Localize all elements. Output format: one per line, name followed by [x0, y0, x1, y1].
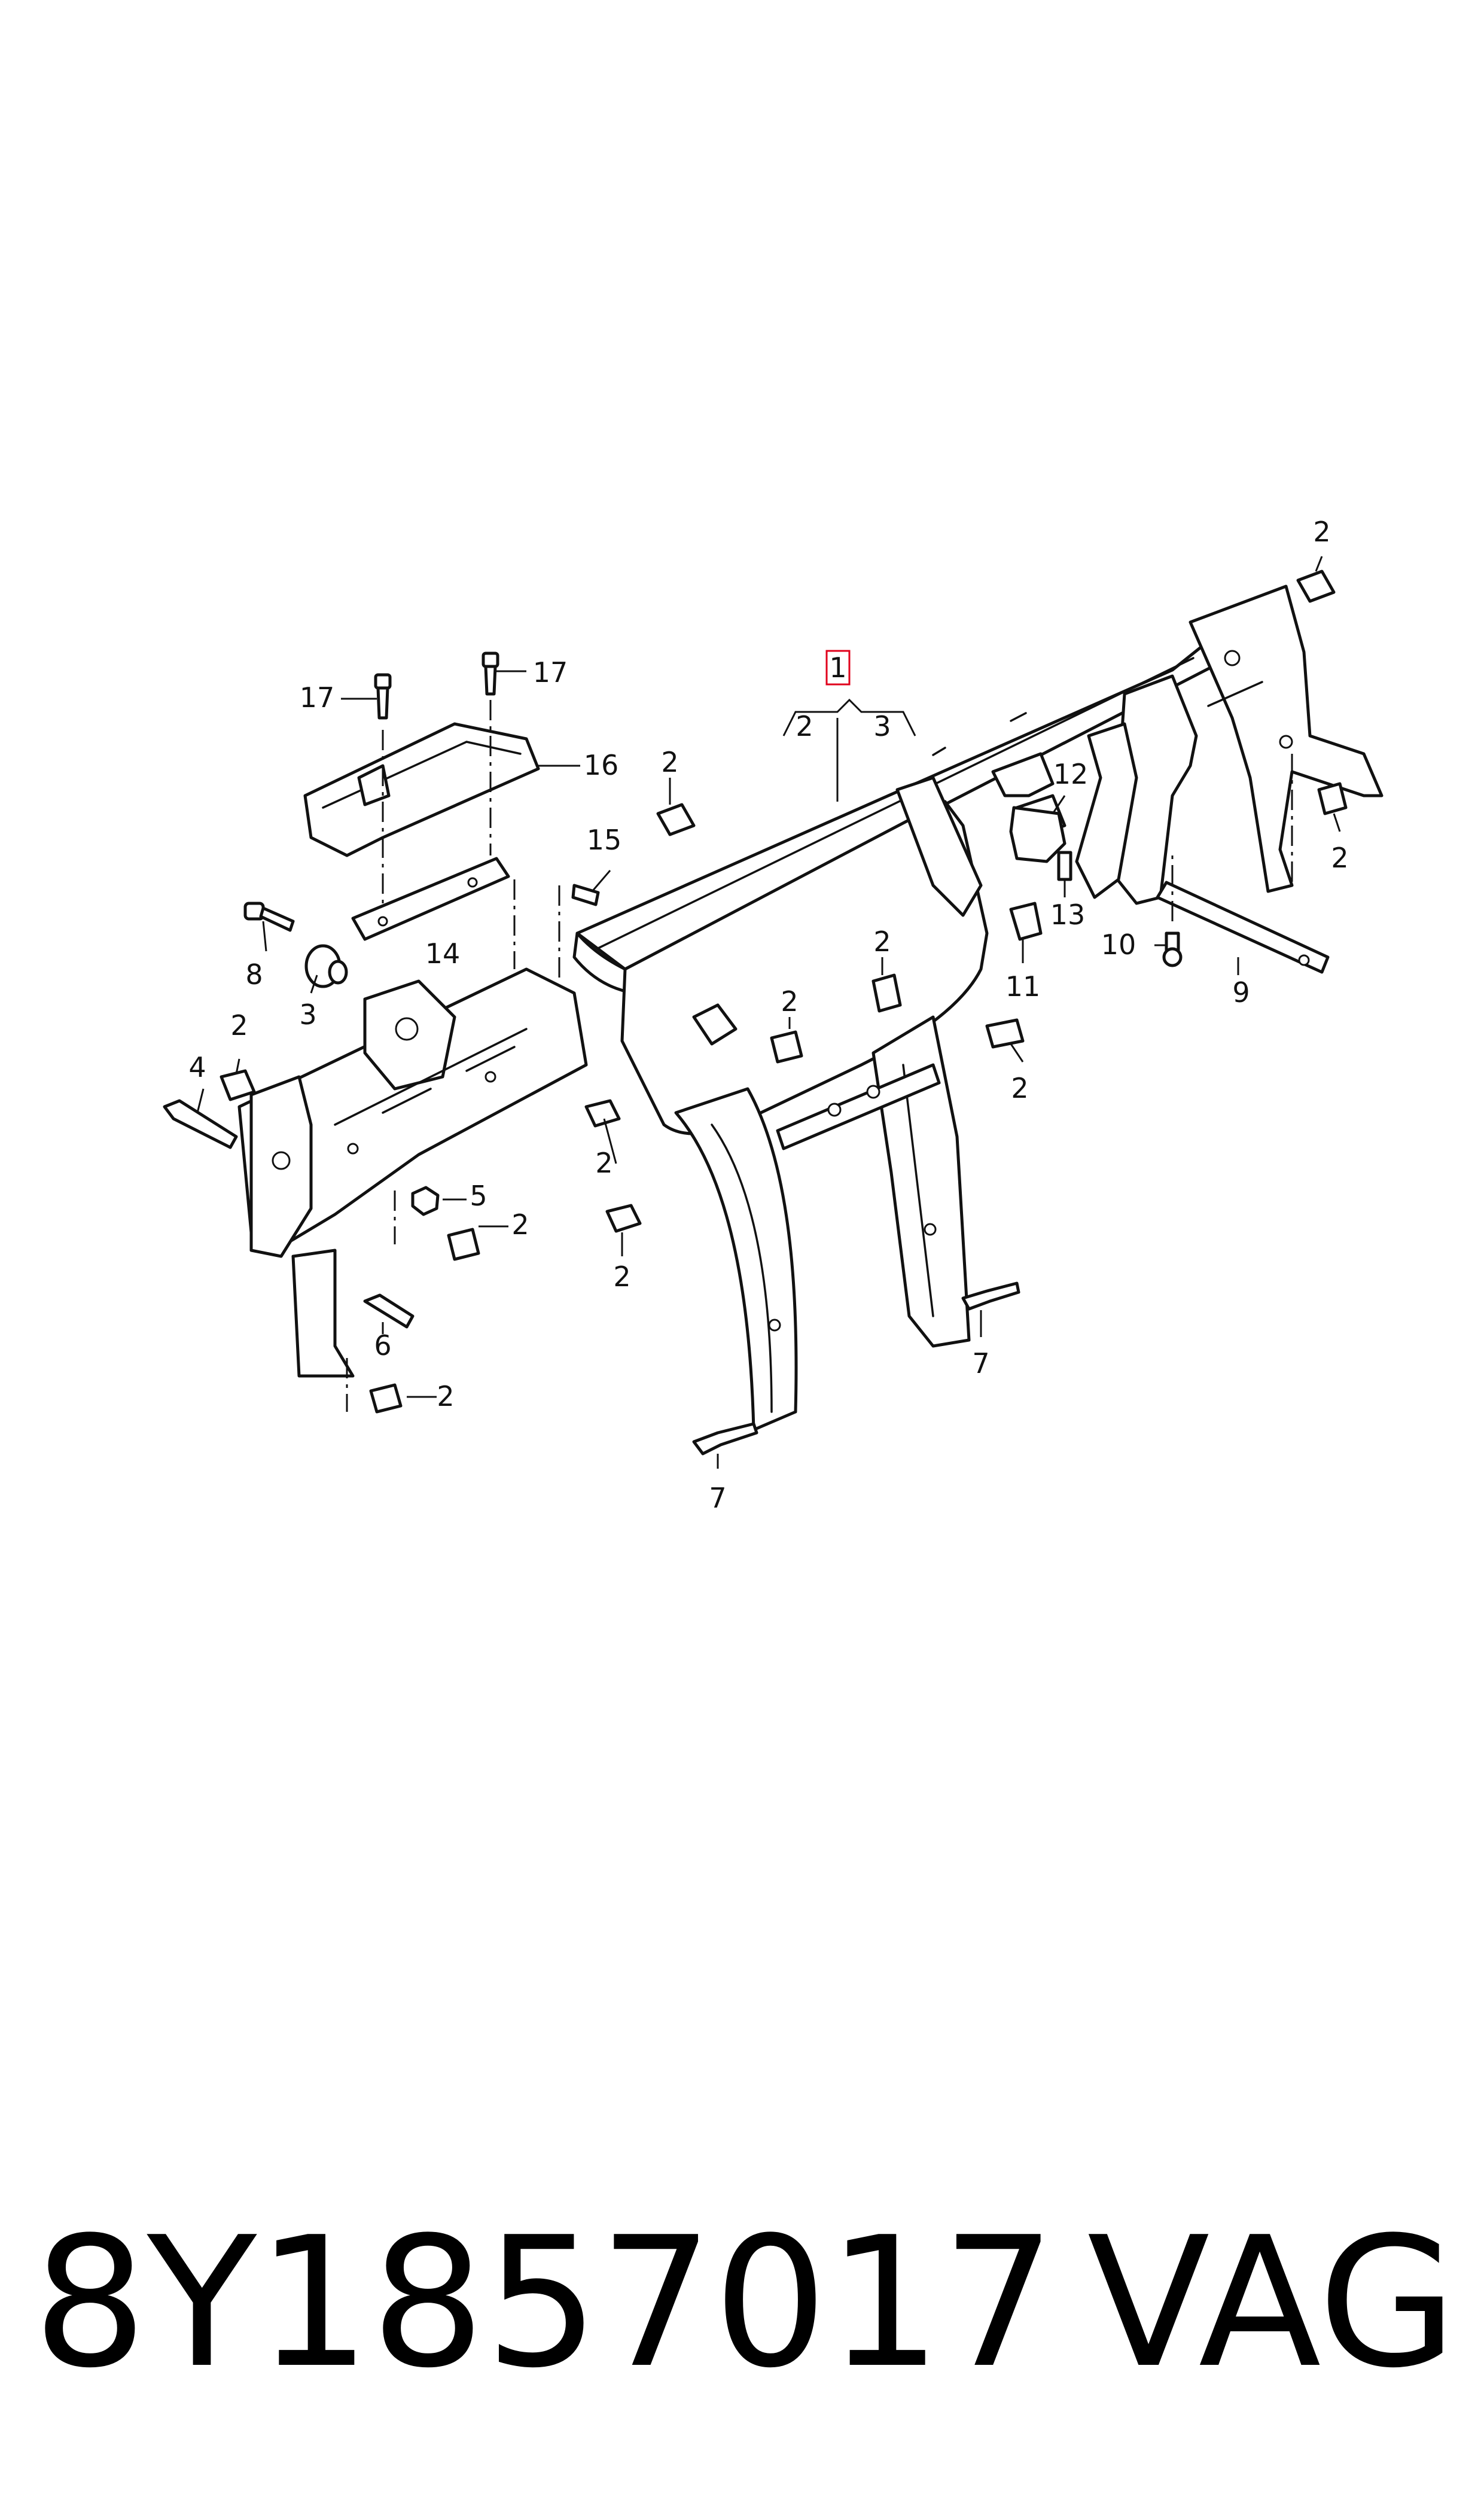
support-strut-14	[351, 857, 510, 941]
callout-3: 3	[299, 998, 316, 1031]
callout-10: 10	[1101, 928, 1136, 961]
brand-name: VAG	[1087, 2199, 1457, 2407]
callout-1-sub-2: 2	[796, 710, 813, 742]
callout-12: 12	[1053, 758, 1089, 790]
callout-9: 9	[1232, 976, 1250, 1009]
callout-1: 1	[829, 651, 846, 684]
callout-14: 14	[425, 937, 461, 970]
callout-16: 16	[584, 749, 619, 781]
part-1-highlight-box	[825, 650, 851, 686]
callout-1-sub-3: 3	[873, 710, 891, 742]
leader-lines	[196, 556, 1341, 1469]
callout-2-c: 2	[511, 1208, 529, 1241]
callout-2-k: 2	[1331, 842, 1348, 874]
cross-car-beam	[572, 644, 1225, 995]
part-number: 8Y1857017	[33, 2199, 1056, 2407]
callout-17-right: 17	[533, 656, 568, 689]
callout-2-b: 2	[230, 1009, 248, 1042]
callouts: 1 2 3 17 17 16 2 15 14 8 3 2 4 5 2 6 2 7…	[188, 516, 1348, 1514]
exploded-parts-diagram: 1 2 3 17 17 16 2 15 14 8 3 2 4 5 2 6 2 7…	[163, 516, 1384, 1514]
callout-2-d: 2	[437, 1380, 454, 1412]
callout-7-left: 7	[709, 1482, 726, 1514]
screw-17-right	[482, 651, 499, 696]
callout-11: 11	[1005, 970, 1041, 1003]
callout-2-e: 2	[595, 1147, 613, 1179]
callout-2-h: 2	[873, 925, 891, 958]
callout-8: 8	[245, 958, 263, 991]
central-pillar	[620, 776, 989, 1432]
callout-2-g: 2	[781, 985, 798, 1018]
callout-2-j: 2	[1313, 516, 1330, 548]
screw-17-left	[374, 673, 392, 720]
right-end-bracket	[991, 584, 1384, 905]
storage-bracket-16	[303, 722, 540, 857]
left-end-bracket	[237, 967, 588, 1378]
callout-13: 13	[1050, 899, 1086, 931]
callout-17-left: 17	[300, 681, 335, 714]
fasteners	[163, 651, 1183, 1456]
callout-15: 15	[587, 824, 622, 856]
callout-7-right: 7	[972, 1347, 989, 1380]
clip-nuts-2	[220, 570, 1348, 1414]
callout-2-f: 2	[613, 1260, 630, 1293]
callout-2-a: 2	[661, 746, 678, 778]
callout-2-i: 2	[1011, 1072, 1028, 1104]
lower-strut-9	[1156, 881, 1330, 974]
callout-5: 5	[470, 1180, 487, 1212]
callout-4: 4	[188, 1051, 206, 1083]
callout-6: 6	[374, 1329, 391, 1362]
